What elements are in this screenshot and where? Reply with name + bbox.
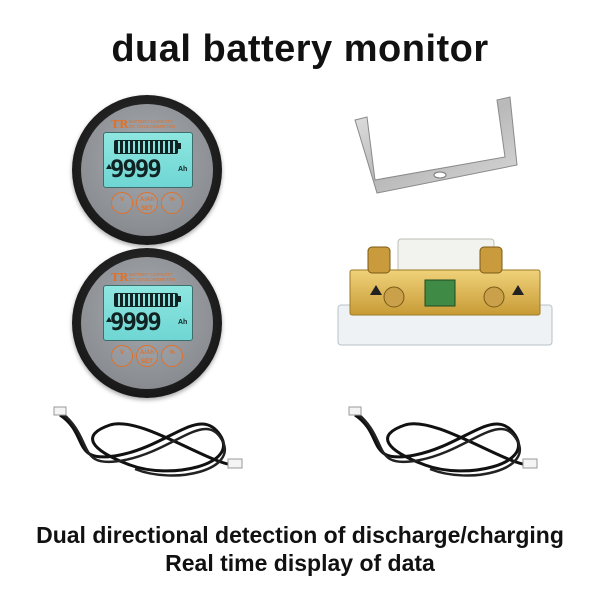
lcd-unit: Ah [178, 319, 188, 326]
caption-line-1: Dual directional detection of discharge/… [36, 522, 564, 548]
battery-level-icon [114, 293, 178, 307]
caption-line-2: Real time display of data [165, 550, 435, 576]
percent-button[interactable]: % [161, 192, 183, 214]
lcd-display: 9999 Ah [103, 132, 193, 188]
up-triangle-icon [106, 164, 112, 169]
battery-meter-1: TR BATTERY CAPACITY DC COULOMBMETER 9999… [72, 95, 222, 245]
percent-button[interactable]: % [161, 345, 183, 367]
connection-cable-image [348, 406, 538, 477]
lcd-display: 9999 Ah [103, 285, 193, 341]
battery-cap-icon [178, 143, 181, 149]
mounting-bracket-image [354, 96, 518, 194]
set-button[interactable]: A/Ah SET [136, 345, 158, 367]
set-button[interactable]: A/Ah SET [136, 192, 158, 214]
meter-brand-subtitle: BATTERY CAPACITY DC COULOMBMETER [129, 272, 176, 282]
battery-cap-icon [178, 296, 181, 302]
meter-brand: TR [111, 118, 129, 131]
lcd-value: 9999 [110, 155, 162, 183]
meter-face: TR BATTERY CAPACITY DC COULOMBMETER 9999… [81, 257, 213, 389]
battery-level-icon [114, 140, 178, 154]
up-triangle-icon [106, 317, 112, 322]
page-title: dual battery monitor [111, 28, 489, 70]
voltage-button[interactable]: V [111, 345, 133, 367]
connection-cable-image [53, 406, 243, 477]
meter-face: TR BATTERY CAPACITY DC COULOMBMETER 9999… [81, 104, 213, 236]
voltage-button[interactable]: V [111, 192, 133, 214]
battery-meter-2: TR BATTERY CAPACITY DC COULOMBMETER 9999… [72, 248, 222, 398]
lcd-value: 9999 [110, 308, 162, 336]
lcd-unit: Ah [178, 166, 188, 173]
meter-brand: TR [111, 271, 129, 284]
shunt-sensor-image [337, 238, 553, 346]
meter-brand-subtitle: BATTERY CAPACITY DC COULOMBMETER [129, 119, 176, 129]
